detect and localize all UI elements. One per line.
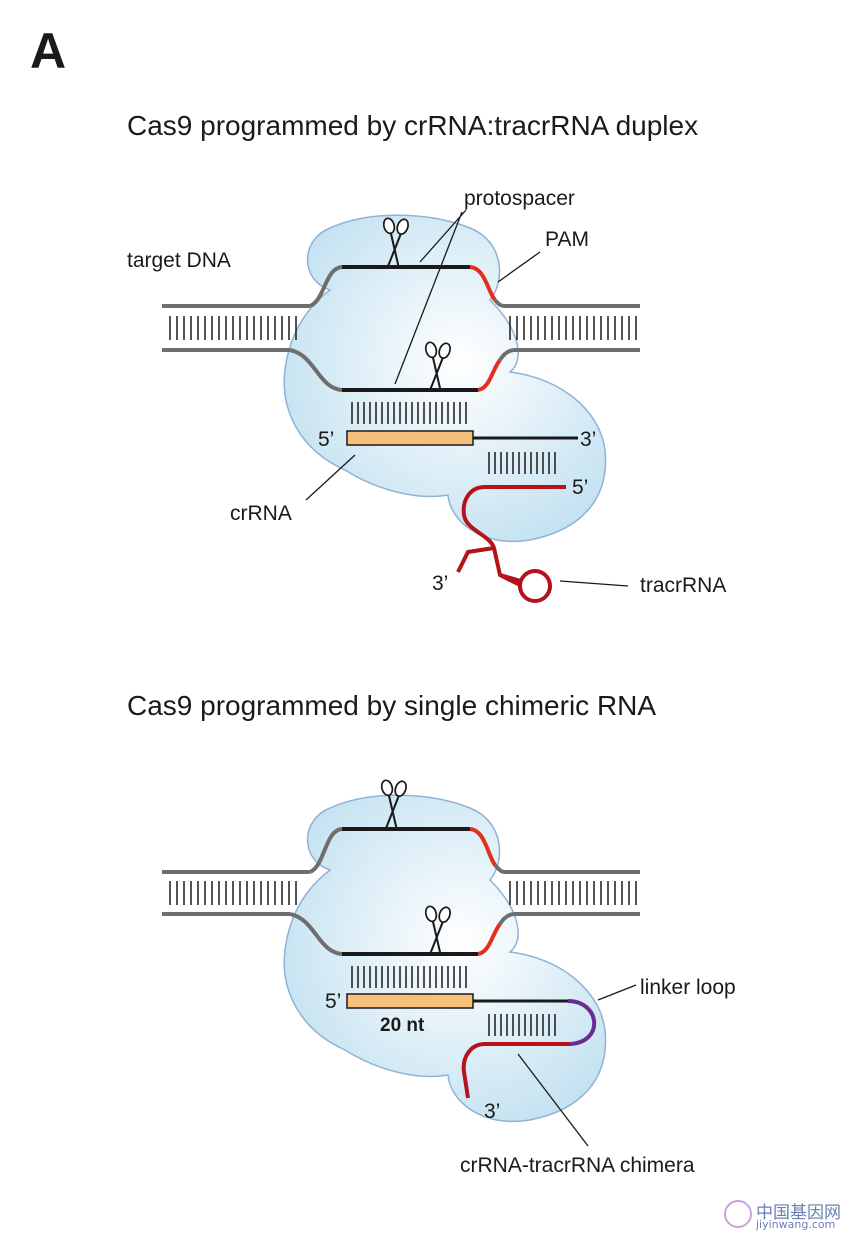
dna-duplex-right <box>505 870 640 916</box>
linker-loop-label: linker loop <box>640 976 736 999</box>
target-dna-label: target DNA <box>127 249 231 272</box>
three-prime-tracrrna-label: 3’ <box>432 572 448 595</box>
pam-bottom <box>477 922 502 956</box>
protospacer-label: protospacer <box>464 187 575 210</box>
watermark-text: 中国基因网 <box>756 1203 841 1223</box>
tracr-base-pairs <box>488 1014 556 1036</box>
cas9-protein <box>283 794 607 1123</box>
dna-duplex-left <box>162 870 310 916</box>
chimera-label: crRNA-tracrRNA chimera <box>460 1154 695 1177</box>
five-prime-label: 5’ <box>325 990 341 1013</box>
five-prime-tracrrna-label: 5’ <box>572 476 588 499</box>
diagram1: target DNA protospacer PAM 5’ 3’ 5’ 3’ c… <box>127 187 726 603</box>
pam-label: PAM <box>545 228 589 251</box>
leader-lines <box>517 984 637 1147</box>
diagram1-title: Cas9 programmed by crRNA:tracrRNA duplex <box>127 110 699 141</box>
panel-label: A <box>30 23 67 79</box>
tracrrna-label: tracrRNA <box>640 574 726 597</box>
linker-loop <box>567 999 597 1046</box>
pam-top <box>469 827 497 867</box>
three-prime-label: 3’ <box>484 1100 500 1123</box>
crrna-label: crRNA <box>230 502 292 525</box>
five-prime-crrna-label: 5’ <box>318 428 334 451</box>
crrna-base-pairs <box>351 402 467 424</box>
chimera-tracr <box>461 1042 570 1099</box>
crrna-spacer <box>346 993 474 1009</box>
watermark-url: jiyinwang.com <box>756 1218 836 1231</box>
crrna-spacer <box>346 430 474 446</box>
cas9-protein <box>283 214 607 543</box>
diagram2: 5’ 20 nt linker loop 3’ crRNA-tracrRNA c… <box>162 778 736 1177</box>
tracr-base-pairs <box>488 452 556 474</box>
watermark: 中国基因网 jiyinwang.com <box>722 1196 841 1238</box>
pam-bottom <box>477 358 502 392</box>
twenty-nt-label: 20 nt <box>380 1015 425 1036</box>
three-prime-crrna-label: 3’ <box>580 428 596 451</box>
crrna-base-pairs <box>351 966 467 988</box>
pam-top <box>469 265 497 302</box>
leader-lines <box>305 209 629 587</box>
dna-logo-icon <box>724 1200 752 1228</box>
dna-duplex-right <box>505 304 640 352</box>
dna-duplex-left <box>162 304 310 352</box>
non-target-strand <box>308 265 468 308</box>
diagram2-title: Cas9 programmed by single chimeric RNA <box>127 690 657 721</box>
